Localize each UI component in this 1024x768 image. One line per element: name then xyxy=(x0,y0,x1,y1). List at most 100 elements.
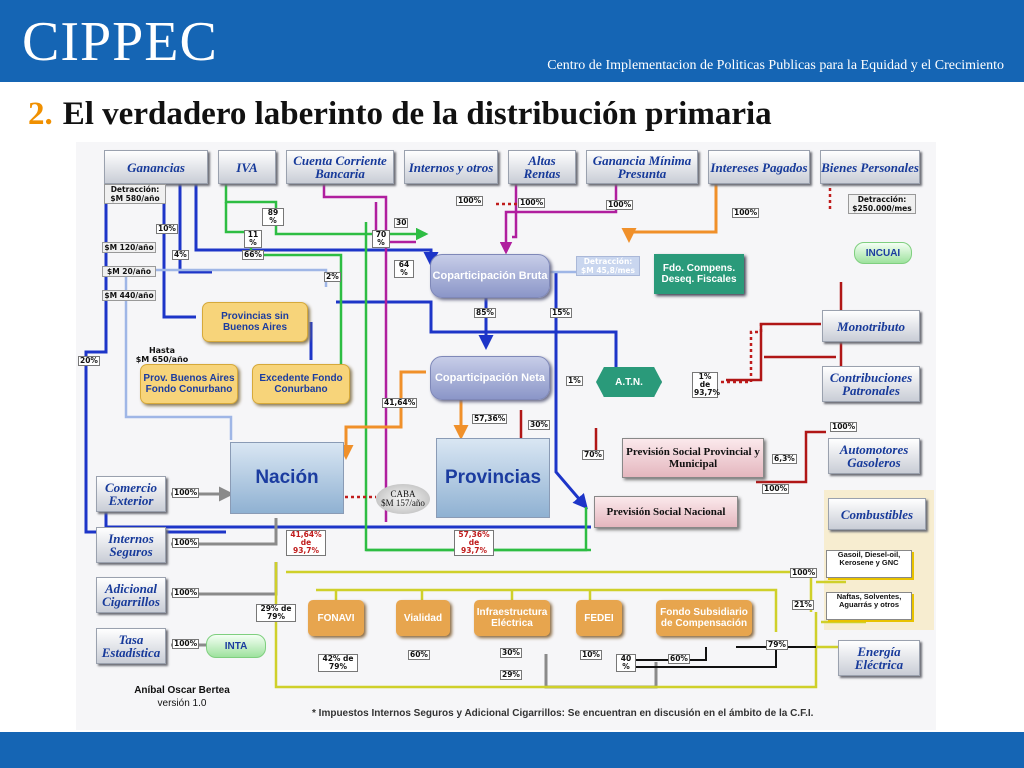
source-combustibles: Combustibles xyxy=(828,498,926,530)
pct-label: 57,36% xyxy=(472,414,508,424)
author-version: versión 1.0 xyxy=(157,698,207,709)
pct-label: 30% xyxy=(500,648,522,658)
deduction-hasta: Hasta$M 650/año xyxy=(132,346,192,364)
source-internos: Internos y otros xyxy=(404,150,498,184)
caba-amount: $M 157/año xyxy=(381,498,425,508)
pct-label: 100% xyxy=(518,198,546,208)
pct-label: 60% xyxy=(408,650,430,660)
prov-sin-ba-node: Provincias sin Buenos Aires xyxy=(202,302,308,342)
incuai-node: INCUAI xyxy=(854,242,912,264)
pct-label: 100% xyxy=(830,422,858,432)
pct-label: 100% xyxy=(606,200,634,210)
source-altas-rentas: Altas Rentas xyxy=(508,150,576,184)
source-intereses: Intereses Pagados xyxy=(708,150,810,184)
pct-label: 10% xyxy=(156,224,178,234)
deduction-copart: Detracción:$M 45,8/mes xyxy=(576,256,640,276)
fondo-subsidiario-node: Fondo Subsidiario de Compensación xyxy=(656,600,752,636)
deduction-copart-line2: $M 45,8/mes xyxy=(581,266,635,275)
pct-label: 29% xyxy=(500,670,522,680)
pct-label: 100% xyxy=(790,568,818,578)
pct-label: 100% xyxy=(762,484,790,494)
footer-bar xyxy=(0,732,1024,768)
footnote: * Impuestos Internos Seguros y Adicional… xyxy=(312,708,814,719)
source-cuenta-corriente: Cuenta Corriente Bancaria xyxy=(286,150,394,184)
pct-label: 40 % xyxy=(616,654,636,672)
prev-provincial-node: Previsión Social Provincial y Municipal xyxy=(622,438,764,478)
deduction-sm120: $M 120/año xyxy=(102,242,156,253)
prov-ba-node: Prov. Buenos Aires Fondo Conurbano xyxy=(140,364,238,404)
flow-lines xyxy=(76,142,936,730)
source-contribuciones: Contribuciones Patronales xyxy=(822,366,920,402)
pct-label: 100% xyxy=(172,588,200,598)
deduction-copart-line1: Detracción: xyxy=(583,257,633,266)
provincias-node: Provincias xyxy=(436,438,550,518)
header-tagline: Centro de Implementacion de Politicas Pu… xyxy=(547,58,1004,73)
source-automotores: Automotores Gasoleros xyxy=(828,438,920,474)
pct-label: 4% xyxy=(172,250,189,260)
distribution-diagram: Ganancias IVA Cuenta Corriente Bancaria … xyxy=(76,142,936,730)
header-bar: CIPPEC Centro de Implementacion de Polit… xyxy=(0,0,1024,82)
pct-label: 100% xyxy=(456,196,484,206)
pct-label: 70% xyxy=(582,450,604,460)
pct-label: 21% xyxy=(792,600,814,610)
slide-title-text: El verdadero laberinto de la distribució… xyxy=(62,96,772,132)
deduction-bienes-line1: Detracción: xyxy=(857,195,907,204)
cippec-logo: CIPPEC xyxy=(22,11,218,73)
pct-label: 100% xyxy=(172,538,200,548)
inta-node: INTA xyxy=(206,634,266,658)
deduction-bienes: Detracción:$250.000/mes xyxy=(848,194,916,214)
vialidad-node: Vialidad xyxy=(396,600,450,636)
caba-label: CABA xyxy=(390,489,416,499)
pct-label: 1% xyxy=(566,376,583,386)
copart-bruta-node: Coparticipación Bruta xyxy=(430,254,550,298)
slide-number: 2. xyxy=(28,96,53,132)
pct-label: 1% de 93,7% xyxy=(692,372,721,398)
pct-label: 89 % xyxy=(262,208,284,226)
source-comercio: Comercio Exterior xyxy=(96,476,166,512)
fedei-node: FEDEI xyxy=(576,600,622,636)
source-adicional: Adicional Cigarrillos xyxy=(96,577,166,613)
source-energia: Energía Eléctrica xyxy=(838,640,920,676)
pct-label: 100% xyxy=(732,208,760,218)
infraestructura-node: Infraestructura Eléctrica xyxy=(474,600,550,636)
naftas-node: Naftas, Solventes, Aguarrás y otros xyxy=(826,592,912,620)
deduction-sm440: $M 440/año xyxy=(102,290,156,301)
pct-label: 60% xyxy=(668,654,690,664)
pct-label: 66% xyxy=(242,250,264,260)
pct-label: 29% de 79% xyxy=(256,604,296,622)
atn-node: A.T.N. xyxy=(596,367,662,397)
pct-label: 100% xyxy=(172,639,200,649)
dotted-flows xyxy=(321,182,832,499)
deduction-ganancias-line2: $M 580/año xyxy=(110,194,160,203)
deduction-ganancias: Detracción:$M 580/año xyxy=(104,184,166,204)
pct-label: 57,36% de 93,7% xyxy=(454,530,494,556)
fdo-compens-node: Fdo. Compens. Deseq. Fiscales xyxy=(654,254,744,294)
pct-label: 10% xyxy=(580,650,602,660)
nacion-node: Nación xyxy=(230,442,344,514)
slide-title: 2.El verdadero laberinto de la distribuc… xyxy=(28,96,772,133)
source-ganancia-minima: Ganancia Mínima Presunta xyxy=(586,150,698,184)
pct-label: 64 % xyxy=(394,260,414,278)
excedente-node: Excedente Fondo Conurbano xyxy=(252,364,350,404)
pct-label: 70 % xyxy=(372,230,390,248)
deduction-hasta-line1: Hasta xyxy=(148,346,176,355)
caba-node: CABA$M 157/año xyxy=(376,484,430,514)
author-name: Aníbal Oscar Bertea xyxy=(134,685,230,696)
deduction-bienes-line2: $250.000/mes xyxy=(852,204,912,213)
gasoil-node: Gasoil, Diesel-oil, Kerosene y GNC xyxy=(826,550,912,578)
source-bienes: Bienes Personales xyxy=(820,150,920,184)
pct-label: 79% xyxy=(766,640,788,650)
deduction-hasta-line2: $M 650/año xyxy=(135,355,189,364)
deduction-ganancias-line1: Detracción: xyxy=(110,185,160,194)
pct-label: 41,64% xyxy=(382,398,418,408)
source-tasa: Tasa Estadística xyxy=(96,628,166,664)
copart-neta-node: Coparticipación Neta xyxy=(430,356,550,400)
pct-label: 30 xyxy=(394,218,409,228)
pct-label: 85% xyxy=(474,308,496,318)
source-iva: IVA xyxy=(218,150,276,184)
pct-label: 41,64% de 93,7% xyxy=(286,530,326,556)
prev-nacional-node: Previsión Social Nacional xyxy=(594,496,738,528)
pct-label: 2% xyxy=(324,272,341,282)
source-ganancias: Ganancias xyxy=(104,150,208,184)
author-credit: Aníbal Oscar Bertea versión 1.0 xyxy=(122,684,242,710)
